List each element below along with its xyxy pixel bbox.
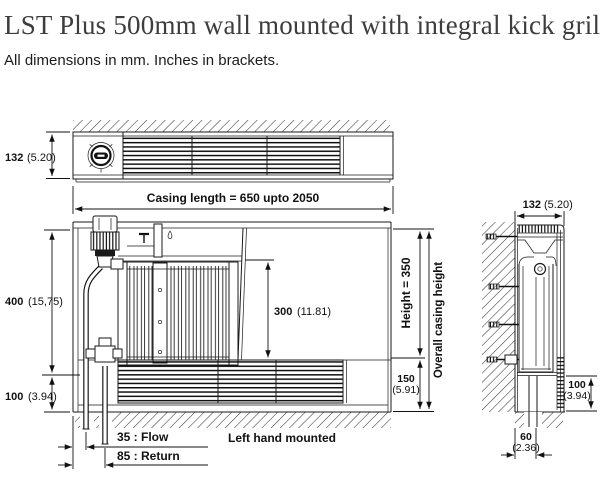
dim-right-heights: Height = 350 Overall casing height 150 (… bbox=[391, 228, 445, 412]
casing-front bbox=[72, 221, 392, 413]
casing-section bbox=[517, 224, 565, 412]
dim-top-depth: 132 (5.20) bbox=[5, 131, 70, 179]
page-title: LST Plus 500mm wall mounted with integra… bbox=[4, 10, 600, 40]
kick-grille bbox=[117, 359, 344, 404]
front-panel-edge bbox=[237, 227, 244, 361]
floor-hatch bbox=[75, 412, 391, 428]
wall-hatch bbox=[73, 120, 390, 132]
casing-length-label: Casing length = 650 upto 2050 bbox=[147, 191, 320, 205]
kick-grille-mm: 150 bbox=[397, 373, 415, 385]
dim-side-kick-height: 100 (3.94) bbox=[563, 375, 597, 412]
thermostatic-valve bbox=[90, 215, 124, 270]
flow-pipe bbox=[82, 265, 103, 430]
upper-height-mm: 400 bbox=[5, 296, 23, 308]
side-section-view: 132 (5.20) 100 (3.94) 60 (2.36) bbox=[482, 199, 597, 459]
lower-height-mm: 100 bbox=[5, 391, 23, 403]
dim-pipe-centres: 35 : Flow 85 : Return bbox=[58, 416, 208, 469]
lower-height-in: (3.94) bbox=[28, 391, 57, 403]
front-view: 400 (15,75) 100 (3.94) 300 (11.81) H bbox=[5, 215, 445, 469]
side-kick-in: (3.94) bbox=[563, 390, 590, 402]
radiator bbox=[117, 261, 239, 366]
drain-drop-icon bbox=[167, 230, 173, 240]
side-wall-hatch bbox=[482, 222, 515, 412]
flow-label: 35 : Flow bbox=[117, 430, 169, 444]
pipe-offset-in: (2.36) bbox=[512, 442, 539, 454]
wall-fixings bbox=[485, 233, 519, 365]
kick-grille-in: (5.91) bbox=[392, 384, 419, 396]
wall-stay-bracket bbox=[127, 223, 173, 258]
lockshield-valve bbox=[85, 337, 123, 363]
top-depth-in: (5.20) bbox=[27, 152, 56, 164]
panel-opening-in: (11.81) bbox=[297, 306, 331, 318]
control-dial bbox=[87, 142, 115, 173]
return-pipe bbox=[101, 366, 109, 445]
outlet-grille-plan bbox=[123, 136, 340, 175]
dim-side-depth: 132 (5.20) bbox=[514, 199, 573, 226]
side-depth-mm: 132 bbox=[523, 199, 541, 211]
dimensions-note: All dimensions in mm. Inches in brackets… bbox=[4, 52, 280, 69]
top-depth-mm: 132 bbox=[5, 152, 23, 164]
dim-left-heights: 400 (15,75) 100 (3.94) bbox=[5, 229, 80, 413]
pipe-offset-mm: 60 bbox=[520, 431, 532, 443]
top-outlet-grille-section bbox=[517, 225, 560, 233]
top-plan-view: 132 (5.20) Casing length = 650 upto 2050 bbox=[5, 120, 394, 214]
side-depth-in: (5.20) bbox=[544, 199, 573, 211]
dim-casing-length: Casing length = 650 upto 2050 bbox=[72, 186, 394, 214]
dim-pipe-offset: 60 (2.36) bbox=[501, 428, 552, 459]
overall-height-label: Overall casing height bbox=[433, 262, 445, 378]
return-label: 85 : Return bbox=[117, 449, 180, 463]
height-350-label: Height = 350 bbox=[399, 257, 413, 328]
radiator-section bbox=[518, 256, 557, 373]
mounting-label: Left hand mounted bbox=[228, 431, 336, 445]
upper-height-in: (15,75) bbox=[28, 296, 63, 308]
side-kick-mm: 100 bbox=[568, 379, 586, 391]
panel-opening-mm: 300 bbox=[274, 306, 292, 318]
dim-panel-opening: 300 (11.81) bbox=[245, 259, 331, 358]
kick-grille-section bbox=[557, 356, 564, 410]
pipe-drop-section bbox=[528, 376, 538, 427]
